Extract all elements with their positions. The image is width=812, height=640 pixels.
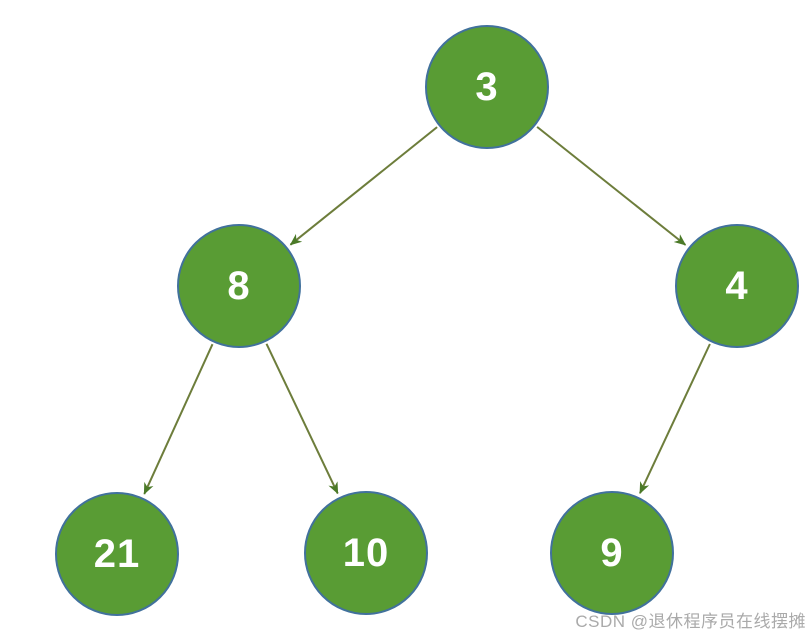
- tree-edge-n3-n4: [536, 126, 687, 246]
- node-value-label: 9: [600, 530, 624, 575]
- tree-edge-n8-n10: [265, 343, 339, 495]
- tree-node-8: 8: [177, 224, 301, 348]
- tree-node-21: 21: [55, 492, 179, 616]
- node-value-label: 10: [342, 530, 390, 575]
- node-value-label: 8: [227, 263, 251, 308]
- tree-node-9: 9: [550, 491, 674, 615]
- node-value-label: 3: [475, 64, 499, 109]
- node-value-label: 21: [93, 531, 141, 576]
- tree-node-4: 4: [675, 224, 799, 348]
- tree-edge-n4-n9: [639, 343, 711, 495]
- node-value-label: 4: [725, 263, 749, 308]
- tree-node-10: 10: [304, 491, 428, 615]
- tree-edge-n3-n8: [289, 126, 438, 246]
- tree-node-3: 3: [425, 25, 549, 149]
- csdn-watermark: CSDN @退休程序员在线摆摊: [575, 612, 806, 631]
- tree-edge-n8-n21: [143, 343, 214, 495]
